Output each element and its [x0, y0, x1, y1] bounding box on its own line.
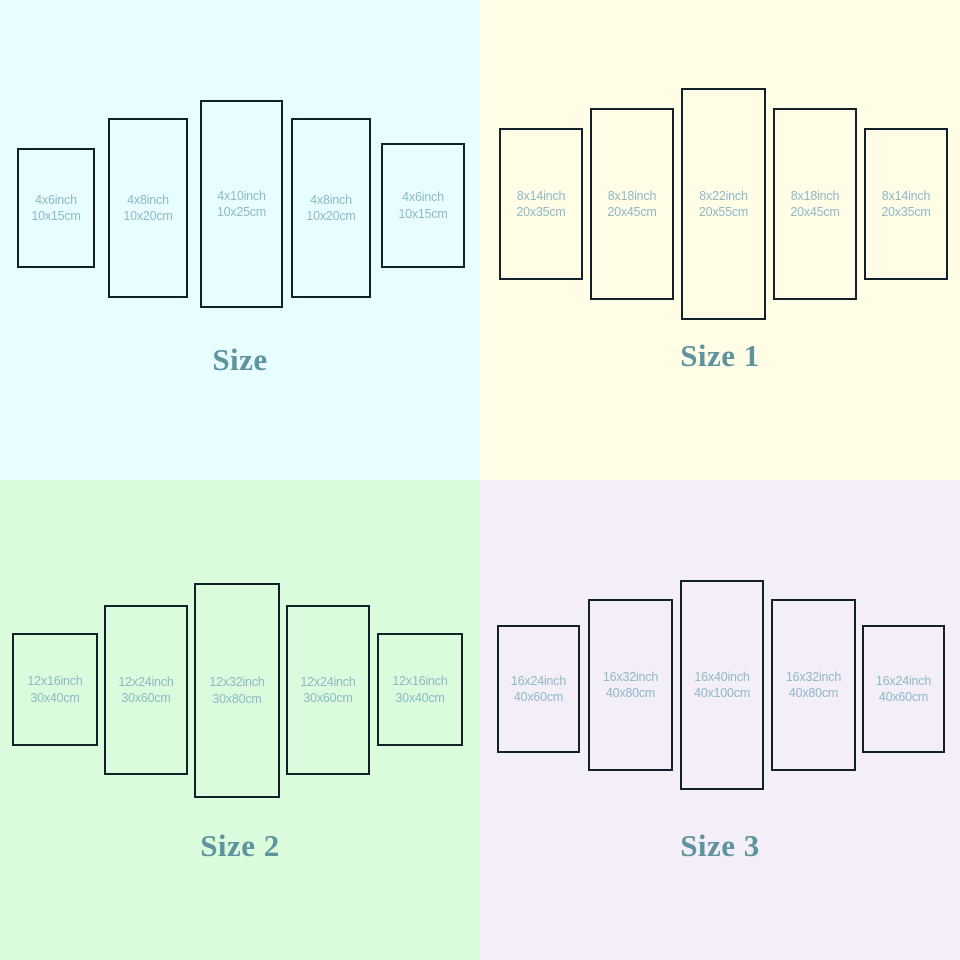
canvas-panel[interactable]: 8x18inch 20x45cm [590, 108, 674, 300]
canvas-panel[interactable]: 8x18inch 20x45cm [773, 108, 857, 300]
panel-size-inches: 8x22inch [699, 188, 748, 203]
quadrant-size-3: 16x24inch 40x60cm 16x32inch 40x80cm 16x40inc… [480, 480, 960, 960]
panel-size-inches: 4x10inch [217, 188, 266, 203]
panel-size-centimeters: 30x40cm [395, 690, 445, 705]
panel-size-label: 12x32inch 30x80cm [209, 674, 264, 707]
panel-group-size-1: 8x14inch 20x35cm 8x18inch 20x45cm 8x22inch 20… [480, 70, 960, 470]
panel-size-inches: 8x14inch [881, 188, 931, 203]
panel-size-centimeters: 40x60cm [513, 690, 564, 704]
panel-size-label: 8x14inch 20x35cm [516, 188, 566, 221]
panel-size-label: 16x24inch 40x60cm [876, 673, 931, 706]
panel-size-inches: 16x24inch [875, 673, 932, 688]
panel-size-label: 4x8inch 10x20cm [306, 192, 356, 225]
canvas-panel[interactable]: 16x32inch 40x80cm [771, 599, 856, 771]
panel-size-label: 12x24inch 30x60cm [118, 674, 173, 707]
canvas-panel[interactable]: 4x6inch 10x15cm [17, 148, 95, 268]
panel-size-centimeters: 40x100cm [693, 686, 751, 700]
panel-size-centimeters: 20x45cm [607, 205, 657, 219]
panel-size-label: 8x14inch 20x35cm [881, 188, 931, 221]
panel-size-centimeters: 10x20cm [123, 209, 173, 223]
panel-size-inches: 12x16inch [392, 674, 448, 688]
canvas-panel[interactable]: 8x14inch 20x35cm [499, 128, 583, 280]
panel-size-label: 8x18inch 20x45cm [790, 188, 840, 221]
panel-size-inches: 8x14inch [516, 188, 566, 203]
panel-size-label: 12x16inch 30x40cm [27, 673, 82, 706]
panel-size-label: 8x22inch 20x55cm [698, 188, 749, 221]
panel-size-inches: 4x8inch [127, 192, 169, 207]
quadrant-size: 4x6inch 10x15cm 4x8inch 10x20cm 4x10inch 10x2… [0, 0, 480, 480]
panel-size-centimeters: 20x35cm [516, 205, 566, 219]
canvas-panel[interactable]: 4x8inch 10x20cm [108, 118, 188, 298]
panel-size-inches: 8x18inch [607, 188, 657, 203]
panel-size-centimeters: 40x60cm [878, 690, 929, 704]
panel-group-size-3: 16x24inch 40x60cm 16x32inch 40x80cm 16x40inc… [480, 562, 960, 960]
panel-group-size: 4x6inch 10x15cm 4x8inch 10x20cm 4x10inch 10x2… [0, 88, 480, 480]
panel-size-label: 4x6inch 10x15cm [31, 192, 81, 225]
panel-size-centimeters: 30x60cm [303, 691, 353, 705]
panel-size-inches: 4x6inch [402, 190, 444, 204]
panel-size-inches: 16x24inch [510, 673, 567, 688]
panel-size-centimeters: 10x25cm [216, 205, 267, 219]
quadrant-title-size-3: Size 3 [680, 828, 760, 863]
canvas-panel[interactable]: 12x32inch 30x80cm [194, 583, 280, 798]
panel-size-centimeters: 10x20cm [306, 209, 356, 223]
panel-size-centimeters: 10x15cm [398, 206, 448, 221]
panel-size-inches: 12x24inch [300, 674, 356, 689]
canvas-panel[interactable]: 4x10inch 10x25cm [200, 100, 283, 308]
panel-size-inches: 8x18inch [790, 188, 840, 203]
quadrant-title-size: Size [212, 342, 268, 377]
canvas-panel[interactable]: 12x24inch 30x60cm [104, 605, 188, 775]
panel-size-centimeters: 30x60cm [121, 691, 171, 705]
panel-group-size-2: 12x16inch 30x40cm 12x24inch 30x60cm 12x32inc… [0, 568, 480, 960]
panel-size-inches: 4x6inch [35, 192, 77, 207]
panel-size-inches: 12x16inch [27, 674, 83, 688]
panel-size-inches: 4x8inch [310, 192, 352, 207]
canvas-panel[interactable]: 12x16inch 30x40cm [377, 633, 463, 746]
canvas-panel[interactable]: 4x6inch 10x15cm [381, 143, 465, 268]
panel-size-inches: 12x24inch [118, 674, 174, 689]
quadrant-size-1: 8x14inch 20x35cm 8x18inch 20x45cm 8x22inch 20… [480, 0, 960, 480]
quadrant-size-2: 12x16inch 30x40cm 12x24inch 30x60cm 12x32inc… [0, 480, 480, 960]
panel-size-centimeters: 30x80cm [212, 691, 262, 706]
canvas-panel[interactable]: 16x40inch 40x100cm [680, 580, 764, 790]
panel-size-centimeters: 40x80cm [788, 686, 839, 700]
panel-size-label: 8x18inch 20x45cm [607, 188, 657, 221]
panel-size-label: 4x8inch 10x20cm [123, 192, 173, 225]
canvas-panel[interactable]: 8x14inch 20x35cm [864, 128, 948, 280]
panel-size-inches: 16x40inch [694, 669, 750, 684]
canvas-panel[interactable]: 16x32inch 40x80cm [588, 599, 673, 771]
panel-size-inches: 16x32inch [785, 669, 842, 684]
panel-size-label: 12x24inch 30x60cm [300, 674, 355, 707]
panel-size-label: 16x24inch 40x60cm [511, 673, 566, 706]
quadrant-title-size-1: Size 1 [680, 338, 760, 373]
panel-size-inches: 16x32inch [602, 669, 659, 684]
panel-size-centimeters: 20x55cm [698, 205, 749, 219]
panel-size-inches: 12x32inch [209, 675, 265, 689]
panel-size-label: 12x16inch 30x40cm [392, 673, 447, 706]
panel-size-centimeters: 30x40cm [30, 690, 80, 705]
panel-size-label: 16x32inch 40x80cm [603, 669, 658, 702]
panel-size-label: 4x10inch 10x25cm [216, 188, 267, 221]
canvas-panel[interactable]: 4x8inch 10x20cm [291, 118, 371, 298]
panel-size-centimeters: 20x45cm [790, 205, 840, 219]
panel-size-label: 16x40inch 40x100cm [694, 669, 750, 702]
canvas-panel[interactable]: 8x22inch 20x55cm [681, 88, 766, 320]
quadrant-title-size-2: Size 2 [200, 828, 280, 863]
canvas-panel[interactable]: 16x24inch 40x60cm [862, 625, 945, 753]
panel-size-centimeters: 40x80cm [605, 686, 656, 700]
panel-size-centimeters: 20x35cm [881, 205, 931, 219]
panel-size-centimeters: 10x15cm [31, 209, 81, 223]
canvas-panel[interactable]: 12x24inch 30x60cm [286, 605, 370, 775]
canvas-panel[interactable]: 12x16inch 30x40cm [12, 633, 98, 746]
canvas-panel[interactable]: 16x24inch 40x60cm [497, 625, 580, 753]
panel-size-label: 4x6inch 10x15cm [398, 189, 448, 222]
panel-size-label: 16x32inch 40x80cm [786, 669, 841, 702]
